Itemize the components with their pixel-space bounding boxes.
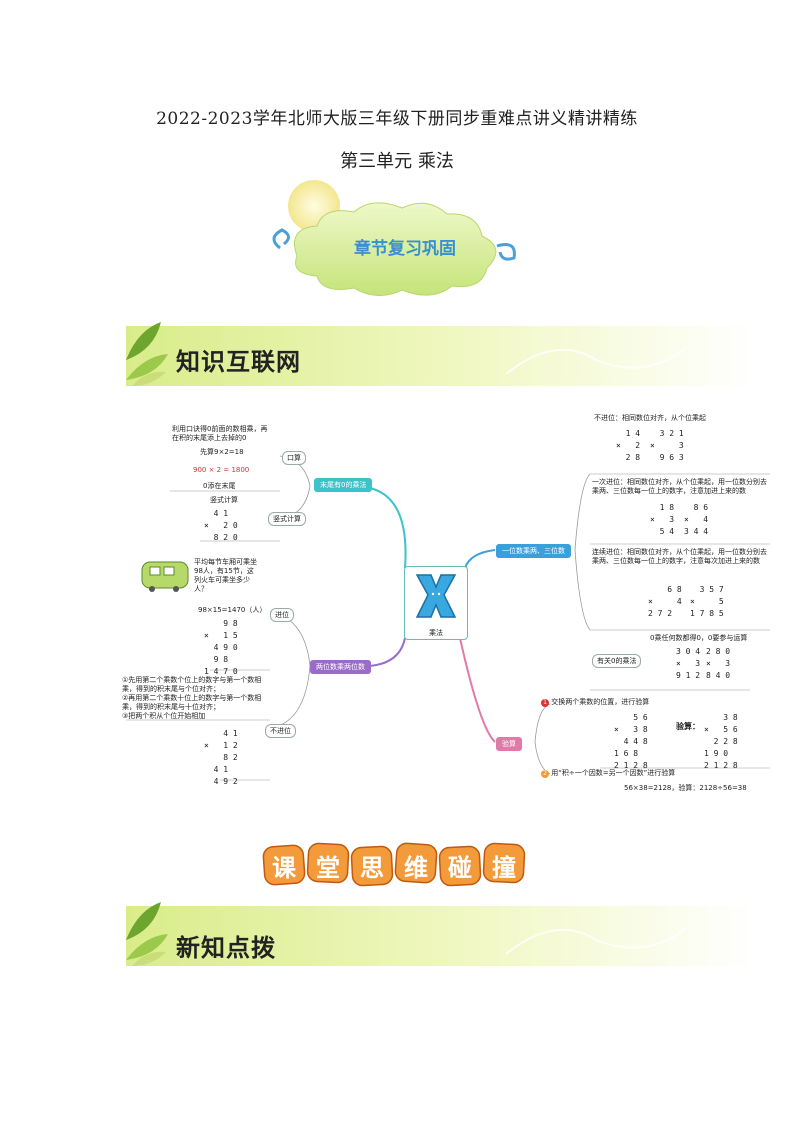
- ketang-banner: 课 堂 思 维 碰 撞: [262, 842, 532, 888]
- number-one-icon: 1: [541, 699, 549, 707]
- check-calc1: 5 6 × 3 8 4 4 8 1 6 8 2 1 2 8: [614, 713, 648, 770]
- leaf-icon: [126, 934, 168, 960]
- center-node: 乘法: [404, 566, 468, 640]
- tag-jinwei: 进位: [270, 608, 294, 622]
- banner-knowledge: 知识互联网: [176, 348, 301, 376]
- train-problem: 平均每节车厢可乘坐98人，有15节，这列火车可乘坐多少人？: [194, 558, 257, 593]
- multiply-icon: [415, 574, 457, 618]
- calc-18x3: 1 8 × 3 5 4: [650, 503, 675, 536]
- zero-tip: 利用口诀得0前面的数相乘，再在积的末尾添上去掉的0: [172, 425, 268, 442]
- calc-280x3: 2 8 0 × 3 8 4 0: [706, 647, 731, 680]
- ketang-char: 撞: [492, 854, 516, 882]
- ketang-char: 课: [272, 854, 296, 882]
- center-label: 乘法: [429, 629, 443, 637]
- ketang-char: 堂: [316, 854, 340, 882]
- branch-zero-node: 末尾有0的乘法: [314, 478, 373, 492]
- calc-357x5: 3 5 7 × 5 1 7 8 5: [690, 585, 724, 618]
- cloud-label: 章节复习巩固: [354, 239, 456, 259]
- calc-321x3: 3 2 1 × 3 9 6 3: [650, 429, 684, 462]
- rule-multi-carry: 连续进位：相同数位对齐，从个位乘起，用一位数分别去乘两、三位数每一位上的数字，注…: [592, 548, 767, 565]
- number-two-icon: 2: [541, 770, 549, 778]
- tag-koushuan: 口算: [282, 451, 306, 465]
- calc-86x4: 8 6 × 4 3 4 4: [684, 503, 709, 536]
- calc-304x3: 3 0 4 × 3 9 1 2: [676, 647, 701, 680]
- ketang-char: 碰: [448, 854, 472, 882]
- branch-check-node: 验算: [496, 737, 522, 751]
- check-step2: 2 用“积÷一个因数=另一个因数”进行验算: [541, 769, 675, 778]
- check-step1: 1 交换两个乘数的位置，进行验算: [541, 698, 649, 707]
- two-eq: 98×15=1470（人）: [198, 606, 267, 614]
- ketang-char: 思: [360, 854, 384, 882]
- rule-no-carry: 不进位：相同数位对齐，从个位乘起: [594, 414, 706, 422]
- check-step1-text: 交换两个乘数的位置，进行验算: [551, 698, 650, 706]
- leaf-icon: [132, 371, 166, 386]
- banner-newknow: 新知点拨: [176, 934, 276, 962]
- check-eq: 56×38=2128，验算：2128÷56=38: [624, 784, 747, 792]
- ketang-char: 维: [404, 854, 428, 882]
- branch-two-node: 两位数乘两位数: [310, 660, 371, 674]
- leaf-icon: [126, 354, 168, 380]
- cloud-decoration: [272, 180, 516, 296]
- banner-newknow-bg: [126, 902, 756, 966]
- document-title: 2022-2023学年北师大版三年级下册同步重难点讲义精讲精练: [156, 109, 638, 129]
- shushi-title: 竖式计算: [210, 496, 238, 504]
- zero-ex1: 先算9×2=18: [200, 448, 244, 456]
- calc-68x4: 6 8 × 4 2 7 2: [648, 585, 682, 618]
- check-step2-text: 用“积÷一个因数=另一个因数”进行验算: [551, 769, 676, 777]
- two-calc1: 9 8 × 1 5 4 9 0 9 8 1 4 7 0: [204, 619, 238, 676]
- zero-ex3: 0添在末尾: [203, 482, 236, 490]
- zero-ex2: 900 × 2 = 1800: [193, 466, 250, 474]
- zero-calc: 4 1 × 2 0 8 2 0: [204, 509, 238, 542]
- unit-title: 第三单元 乘法: [340, 151, 454, 172]
- leaf-icon: [126, 322, 161, 360]
- tag-shushi: 竖式计算: [268, 512, 306, 526]
- leaf-icon: [132, 951, 166, 966]
- tag-zero-mult: 有关0的乘法: [592, 654, 642, 668]
- calc-14x2: 1 4 × 2 2 8: [616, 429, 641, 462]
- mindmap-lines: [126, 455, 770, 781]
- rule-zero: 0乘任何数都得0，0要参与运算: [650, 634, 748, 642]
- two-calc2: 4 1 × 1 2 8 2 4 1 4 9 2: [204, 729, 238, 786]
- yansuan-label: 验算：: [676, 722, 700, 731]
- tag-bujinwei: 不进位: [265, 724, 296, 738]
- check-calc2: 3 8 × 5 6 2 2 8 1 9 0 2 1 2 8: [704, 713, 738, 770]
- leaf-icon: [126, 902, 161, 940]
- branch-one-node: 一位数乘两、三位数: [496, 544, 571, 558]
- rule-one-carry: 一次进位：相同数位对齐，从个位乘起，用一位数分别去乘两、三位数每一位上的数字，注…: [592, 478, 767, 495]
- train-icon: [141, 561, 189, 592]
- banner-knowledge-bg: [126, 322, 756, 386]
- two-steps: ①先用第二个乘数个位上的数字与第一个数相乘，得到的积末尾与个位对齐； ②再用第二…: [122, 676, 262, 720]
